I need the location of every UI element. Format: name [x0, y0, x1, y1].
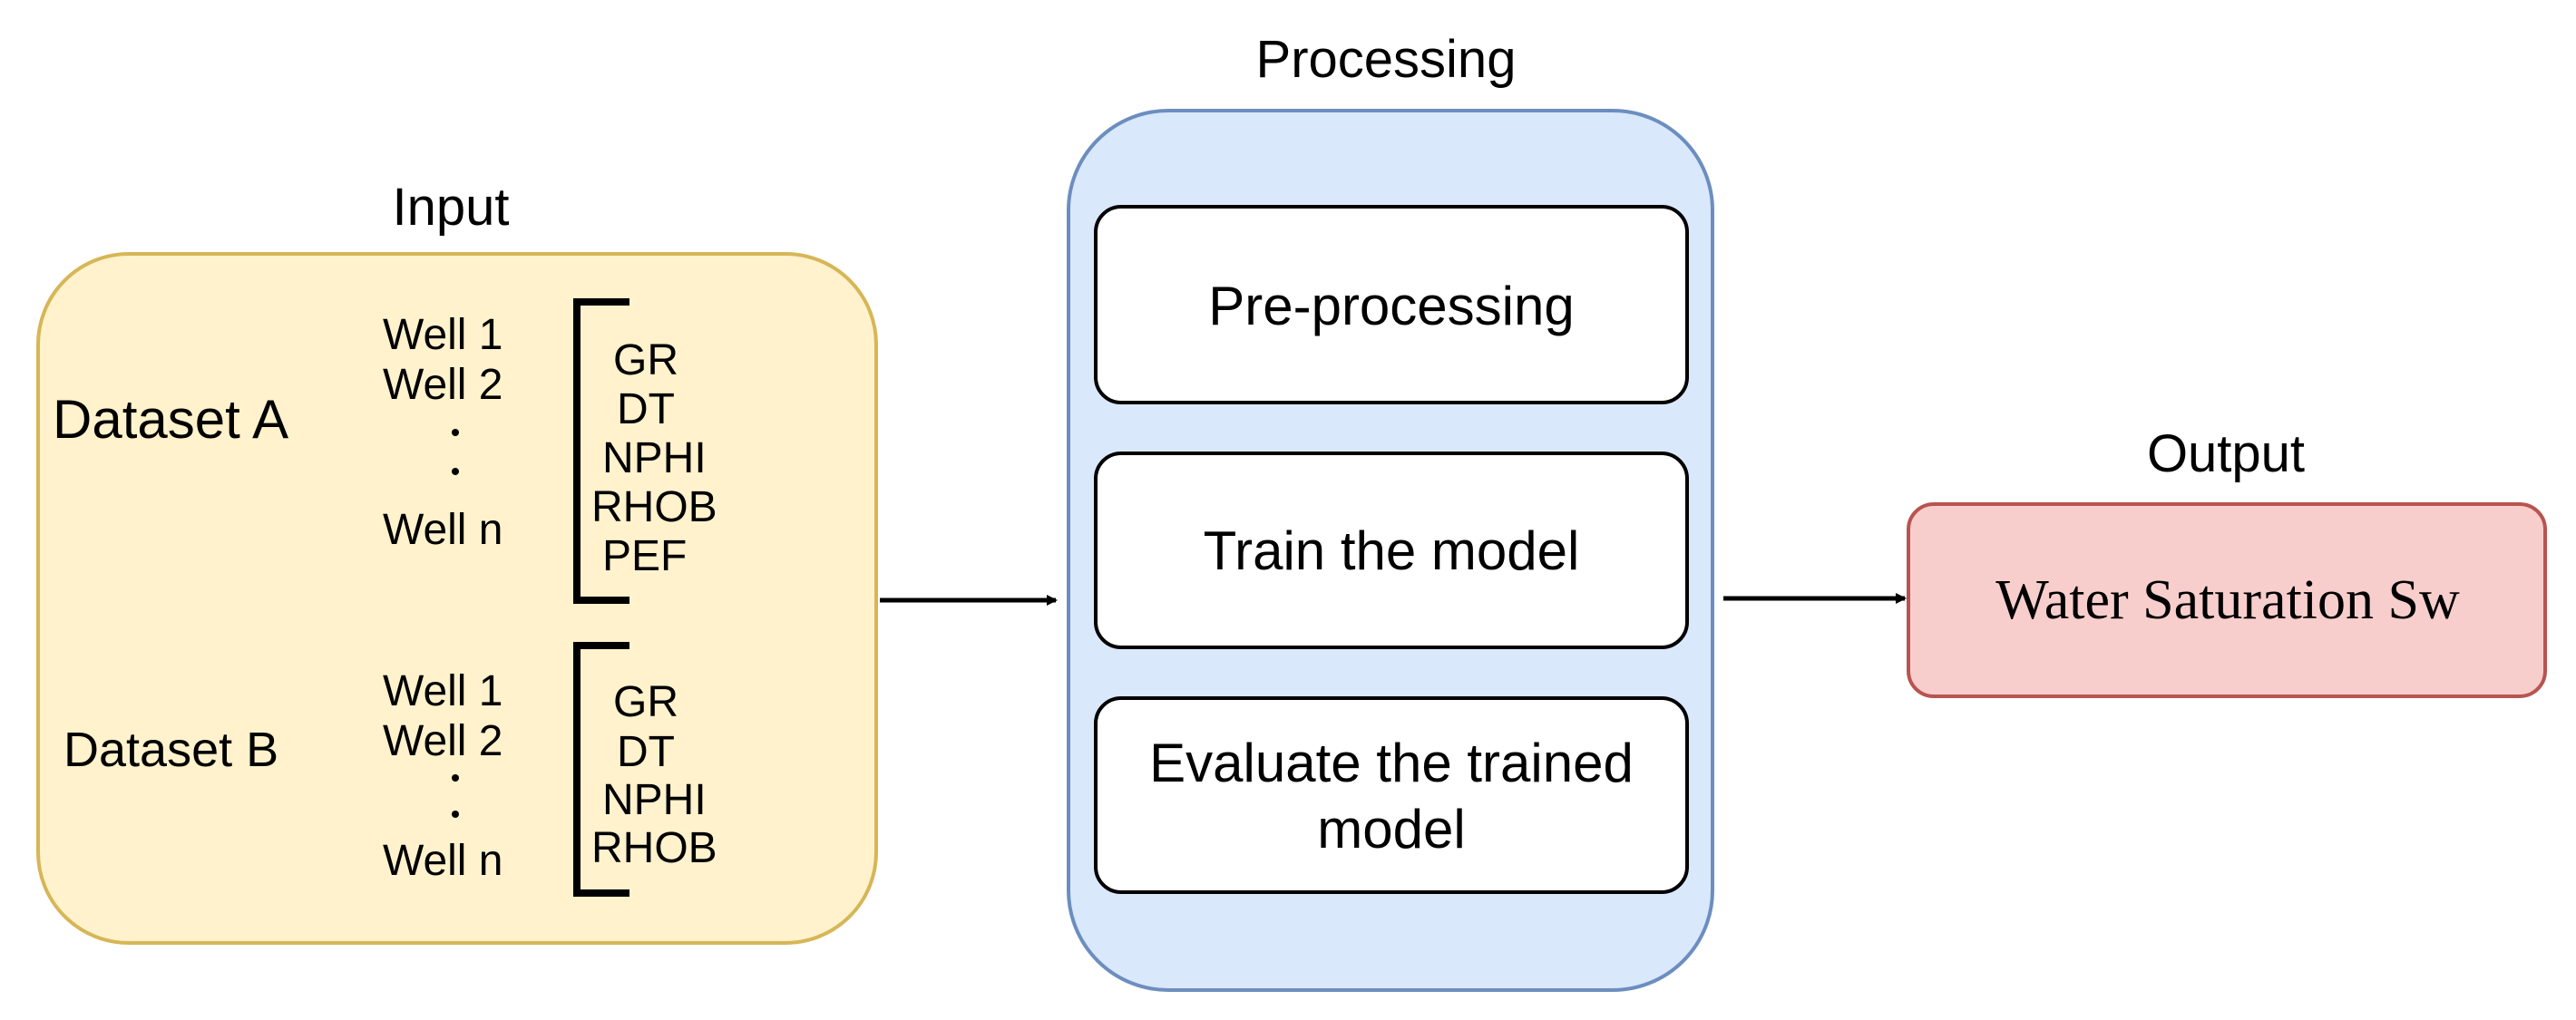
dataset-a-log-pef: PEF [602, 532, 687, 580]
dataset-b-log-nphi: NPHI [602, 776, 707, 824]
input-box [36, 252, 878, 945]
preprocessing-step-label: Pre-processing [1208, 276, 1575, 336]
dataset-a-log-gr: GR [613, 336, 678, 384]
evaluate-model-step [1094, 696, 1689, 894]
dataset-a-log-dt: DT [617, 385, 675, 433]
input-title: Input [393, 178, 510, 237]
output-title: Output [2147, 424, 2305, 483]
dataset-a-bracket [573, 298, 629, 604]
dataset-a-log-rhob: RHOB [591, 483, 717, 531]
evaluate-model-step-label-line2: model [1317, 799, 1465, 860]
output-label: Water Saturation Sw [1995, 569, 2460, 631]
dataset-b-well-n: Well n [383, 837, 503, 885]
processing-title: Processing [1256, 30, 1517, 89]
evaluate-model-step-label-line1: Evaluate the trained [1149, 733, 1634, 793]
dataset-a-label: Dataset A [53, 389, 288, 450]
dataset-a-well-n: Well n [383, 506, 503, 554]
dataset-b-well-2: Well 2 [383, 717, 503, 765]
dataset-b-well-1: Well 1 [383, 667, 503, 715]
train-model-step [1094, 452, 1689, 649]
dataset-a-log-nphi: NPHI [602, 434, 707, 482]
dataset-a-ellipsis-dot [452, 468, 459, 475]
dataset-b-ellipsis-dot [452, 774, 459, 782]
dataset-b-log-gr: GR [613, 678, 678, 726]
train-model-step-label: Train the model [1204, 520, 1580, 581]
dataset-a-well-2: Well 2 [383, 361, 503, 409]
dataset-b-log-dt: DT [617, 728, 675, 776]
dataset-b-log-rhob: RHOB [591, 824, 717, 872]
preprocessing-step [1094, 205, 1689, 404]
dataset-a-well-1: Well 1 [383, 311, 503, 359]
output-box [1907, 502, 2547, 698]
dataset-b-bracket [573, 642, 629, 897]
dataset-b-label: Dataset B [63, 723, 278, 777]
dataset-a-ellipsis-dot [452, 429, 459, 436]
dataset-b-ellipsis-dot [452, 811, 459, 818]
